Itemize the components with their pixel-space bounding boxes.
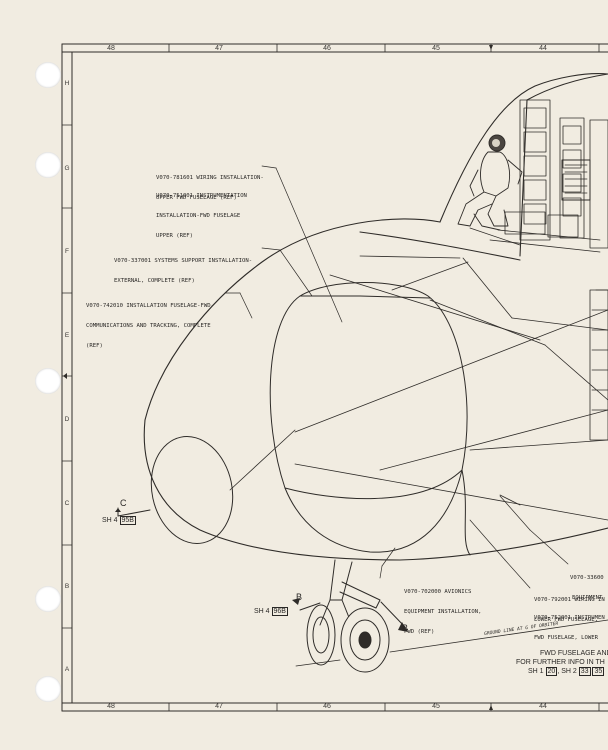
callout-line: LOWER FWD FUSELAGE, [534, 616, 598, 623]
column-number: 46 [323, 45, 331, 52]
footer-line: SH 1 20, SH 2 33 35 [528, 667, 608, 677]
column-number: 45 [432, 703, 440, 710]
callout-line: UPPER FWD FUSELAGE (REF) [156, 194, 237, 201]
nose-cap [150, 436, 234, 544]
column-number: 47 [215, 45, 223, 52]
callout-line: (REF) [86, 342, 103, 349]
sheet-label: , SH 2 [557, 668, 577, 675]
row-letter: C [64, 500, 70, 507]
section-b-letter-left: B [296, 592, 303, 602]
callout-systems-support: V070-337001 SYSTEMS SUPPORT INSTALLATION… [114, 245, 252, 298]
row-letter: E [64, 332, 70, 339]
crew-figure [457, 134, 523, 231]
callout-line: COMMUNICATIONS AND TRACKING, COMPLETE [86, 322, 211, 329]
ground-line [295, 619, 608, 667]
cockpit-racks [469, 99, 608, 441]
row-letter: G [64, 165, 70, 172]
section-c-arrow [115, 507, 151, 517]
sheet-label: SH 4 [102, 517, 118, 524]
bulkhead-ring [269, 282, 471, 556]
callout-line: V070-752001 INSTRUMEN [534, 615, 605, 622]
callout-line: V070-742010 INSTALLATION FUSELAGE-FWD- [86, 303, 214, 310]
punch-hole [35, 368, 61, 394]
section-c-ref: SH 4 95B [102, 516, 136, 526]
callout-avionics: V070-702000 AVIONICS EQUIPMENT INSTALLAT… [404, 576, 481, 649]
callout-line: V070-781601 WIRING INSTALLATION- [156, 175, 264, 182]
row-letter: F [65, 248, 69, 255]
punch-hole [35, 62, 61, 88]
section-c-letter: C [120, 498, 127, 508]
callout-line: V070-337001 SYSTEMS SUPPORT INSTALLATION… [114, 258, 253, 265]
callout-wiring-lower: V070-792001 WIRING IN LOWER FWD FUSELAGE… [534, 584, 605, 637]
row-letter: B [64, 583, 70, 590]
column-number: 46 [323, 703, 331, 710]
section-b-ref: SH 4 96B [254, 607, 288, 617]
sheet-label: SH 4 [254, 608, 270, 615]
zone-box: 95B [119, 516, 136, 525]
column-number: 45 [432, 45, 440, 52]
row-ticks [61, 124, 73, 629]
center-marker-bottom [489, 705, 493, 710]
callout-equipment-right: V070-33600 EQUIPMENT [570, 562, 604, 615]
zone-box: 35 [592, 667, 605, 676]
column-number: 48 [107, 45, 115, 52]
footer-line: FWD FUSELAGE AND C [540, 650, 608, 657]
punch-hole [35, 152, 61, 178]
structure-lines [229, 255, 608, 521]
nose-landing-gear [292, 559, 408, 673]
fuselage-outline [143, 73, 608, 561]
row-letter: D [64, 416, 70, 423]
footer-line: FOR FURTHER INFO IN TH [516, 658, 605, 666]
callout-instrument-lower: V070-752001 INSTRUMEN FWD FUSELAGE, LOWE… [534, 602, 605, 655]
row-letter: H [64, 80, 70, 87]
column-number: 44 [539, 45, 547, 52]
callout-comms-tracking: V070-742010 INSTALLATION FUSELAGE-FWD- C… [86, 290, 214, 363]
zone-box: 96B [271, 607, 288, 616]
column-number: 47 [215, 703, 223, 710]
callout-line: INSTALLATION-FWD FUSELAGE [156, 212, 241, 219]
callout-line: FWD FUSELAGE, LOWER [534, 634, 598, 641]
callout-line: V070-751001 INSTRUMENTATION [156, 193, 247, 200]
row-letter: A [64, 666, 70, 673]
callout-line: UPPER (REF) [156, 232, 194, 239]
callout-line: FWD (REF) [404, 628, 435, 635]
footer-note: FWD FUSELAGE AND C FOR FURTHER INFO IN T… [516, 650, 608, 677]
column-number: 48 [107, 703, 115, 710]
punch-hole [35, 676, 61, 702]
center-marker-top [489, 45, 493, 50]
callout-line: EXTERNAL, COMPLETE (REF) [114, 277, 195, 284]
leader-lines [224, 165, 569, 589]
callout-line: EQUIPMENT INSTALLATION, [404, 608, 482, 615]
sheet-label: SH 1 [528, 668, 544, 675]
column-number: 44 [539, 703, 547, 710]
zone-box: 20 [545, 667, 558, 676]
callout-line: V070-702000 AVIONICS [404, 589, 472, 596]
callout-line: EQUIPMENT [572, 594, 603, 601]
zone-box: 33 [578, 667, 591, 676]
section-b-letter-right: B [402, 623, 409, 633]
center-marker-left [63, 373, 67, 379]
callout-instrumentation-upper: V070-751001 INSTRUMENTATION INSTALLATION… [156, 180, 247, 253]
callout-line: V070-33600 [570, 575, 604, 582]
callout-wiring-upper: V070-781601 WIRING INSTALLATION- UPPER F… [156, 162, 264, 215]
sheet-border [61, 43, 608, 712]
callout-line: V070-792001 WIRING IN [534, 597, 605, 604]
punch-hole [35, 586, 61, 612]
